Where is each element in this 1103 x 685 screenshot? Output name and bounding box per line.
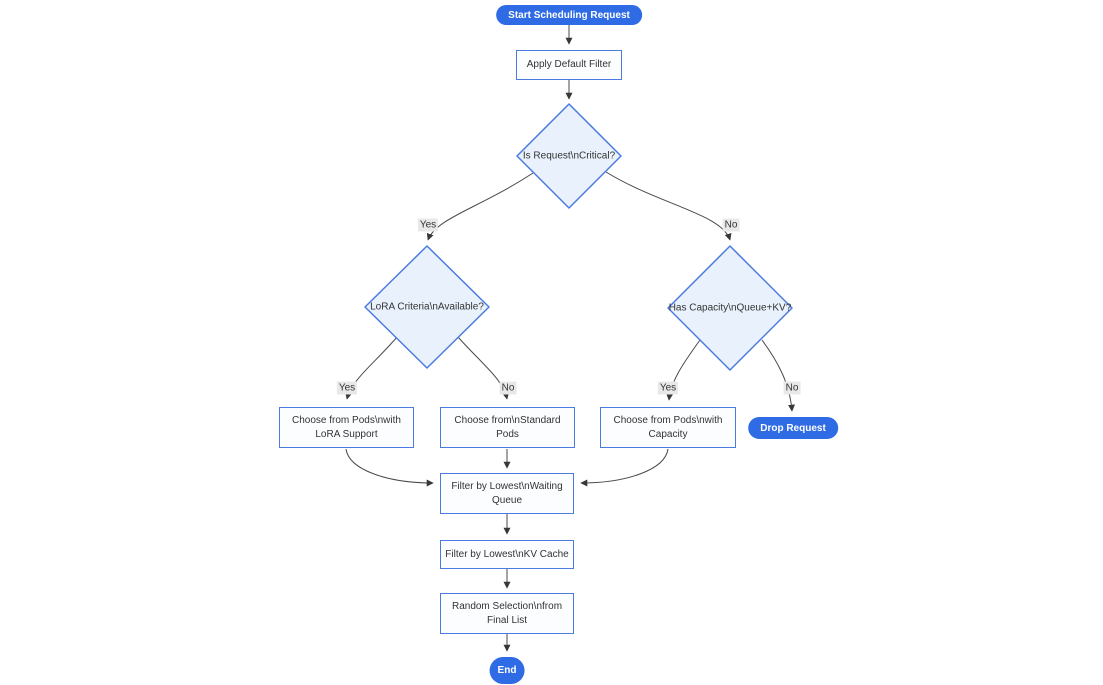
node-start: Start Scheduling Request (496, 5, 642, 25)
edge-label-lora-no: No (499, 381, 517, 395)
edge-label-critical-yes: Yes (417, 218, 439, 232)
node-label: Apply Default Filter (526, 59, 612, 70)
node-label-line: Capacity (648, 428, 688, 440)
node-label-line: Pods (496, 428, 519, 440)
edge-critical-no (605, 171, 732, 241)
edge-label-capacity-yes: Yes (657, 381, 679, 395)
decision-is-critical-shape (516, 103, 622, 209)
edge-capacity-yes (666, 339, 701, 401)
edge-label-capacity-no: No (783, 381, 801, 395)
node-label-line: Choose from Pods\nwith (292, 414, 401, 426)
node-apply-default-filter: Apply Default Filter (516, 50, 622, 80)
edge-label-critical-no: No (722, 218, 740, 232)
node-filter-kv-cache: Filter by Lowest\nKV Cache (440, 540, 574, 569)
node-filter-waiting-queue: Filter by Lowest\nWaiting Queue (440, 473, 574, 514)
edge-choosecapacity-to-filterqueue (580, 448, 669, 487)
node-drop-request: Drop Request (748, 417, 838, 439)
edge-label-lora-yes: Yes (336, 381, 358, 395)
edge-critical-yes (426, 172, 534, 241)
edge-chooselora-to-filterqueue (345, 448, 434, 487)
node-choose-lora-pods: Choose from Pods\nwith LoRA Support (279, 407, 414, 448)
node-label-line: Filter by Lowest\nWaiting (451, 480, 563, 492)
node-label-line: Queue (491, 494, 523, 506)
node-end: End (489, 657, 525, 684)
node-choose-standard-pods: Choose from\nStandard Pods (440, 407, 575, 448)
node-has-capacity-label: Has Capacity\nQueue+KV? (668, 302, 792, 314)
node-random-selection: Random Selection\nfrom Final List (440, 593, 574, 634)
decision-has-capacity-shape (667, 245, 793, 371)
decision-lora-criteria-shape (364, 245, 490, 369)
node-is-critical-label: Is Request\nCritical? (522, 150, 616, 162)
node-label-line: LoRA Support (315, 428, 378, 440)
node-label: Filter by Lowest\nKV Cache (445, 548, 569, 560)
node-label-line: Choose from Pods\nwith (613, 414, 723, 426)
node-label-line: Choose from\nStandard (454, 414, 561, 426)
node-lora-criteria-label: LoRA Criteria\nAvailable? (370, 301, 484, 313)
node-choose-capacity-pods: Choose from Pods\nwith Capacity (600, 407, 736, 448)
node-label-line: Final List (486, 614, 527, 626)
edge-capacity-no (761, 339, 796, 412)
node-label-line: Random Selection\nfrom (451, 600, 563, 612)
